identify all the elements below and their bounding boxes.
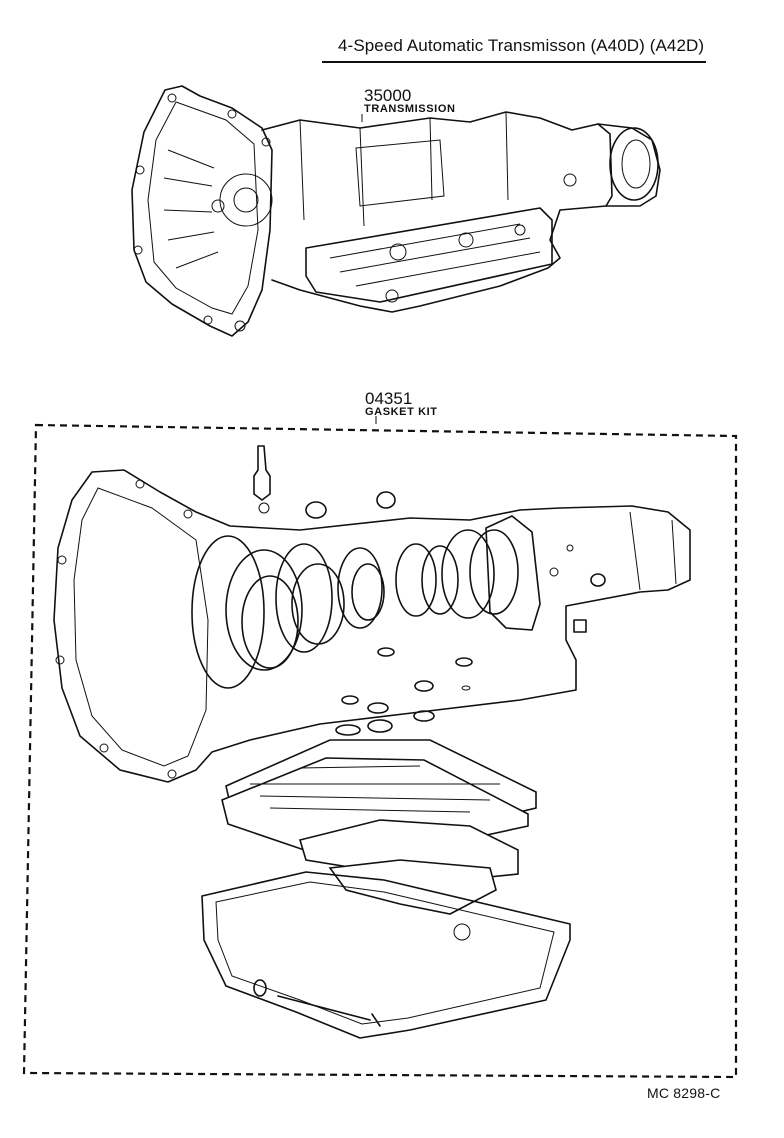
part-number-transmission: 35000 bbox=[364, 86, 412, 105]
part-name-transmission: TRANSMISSION bbox=[364, 103, 456, 115]
part-name-gasket-kit: GASKET KIT bbox=[365, 406, 438, 418]
gasket-kit-boundary bbox=[22, 423, 738, 1079]
diagram-code: MC 8298-C bbox=[647, 1085, 721, 1101]
o-ring bbox=[376, 491, 396, 509]
bolt-icon bbox=[573, 619, 587, 633]
part-number-gasket-kit: 04351 bbox=[365, 389, 413, 408]
speed-sensor-icon bbox=[253, 445, 271, 514]
transmission-illustration bbox=[131, 85, 661, 337]
o-ring bbox=[305, 501, 327, 519]
small-seals bbox=[335, 647, 473, 736]
seal-rings bbox=[191, 529, 519, 689]
oil-pan bbox=[201, 871, 571, 1039]
valve-body-gaskets bbox=[221, 739, 537, 915]
diagram-title: 4-Speed Automatic Transmisson (A40D) (A4… bbox=[338, 36, 705, 55]
title-underline bbox=[322, 61, 706, 63]
extension-housing-gasket bbox=[485, 515, 541, 631]
transmission-case-outline bbox=[53, 469, 691, 783]
